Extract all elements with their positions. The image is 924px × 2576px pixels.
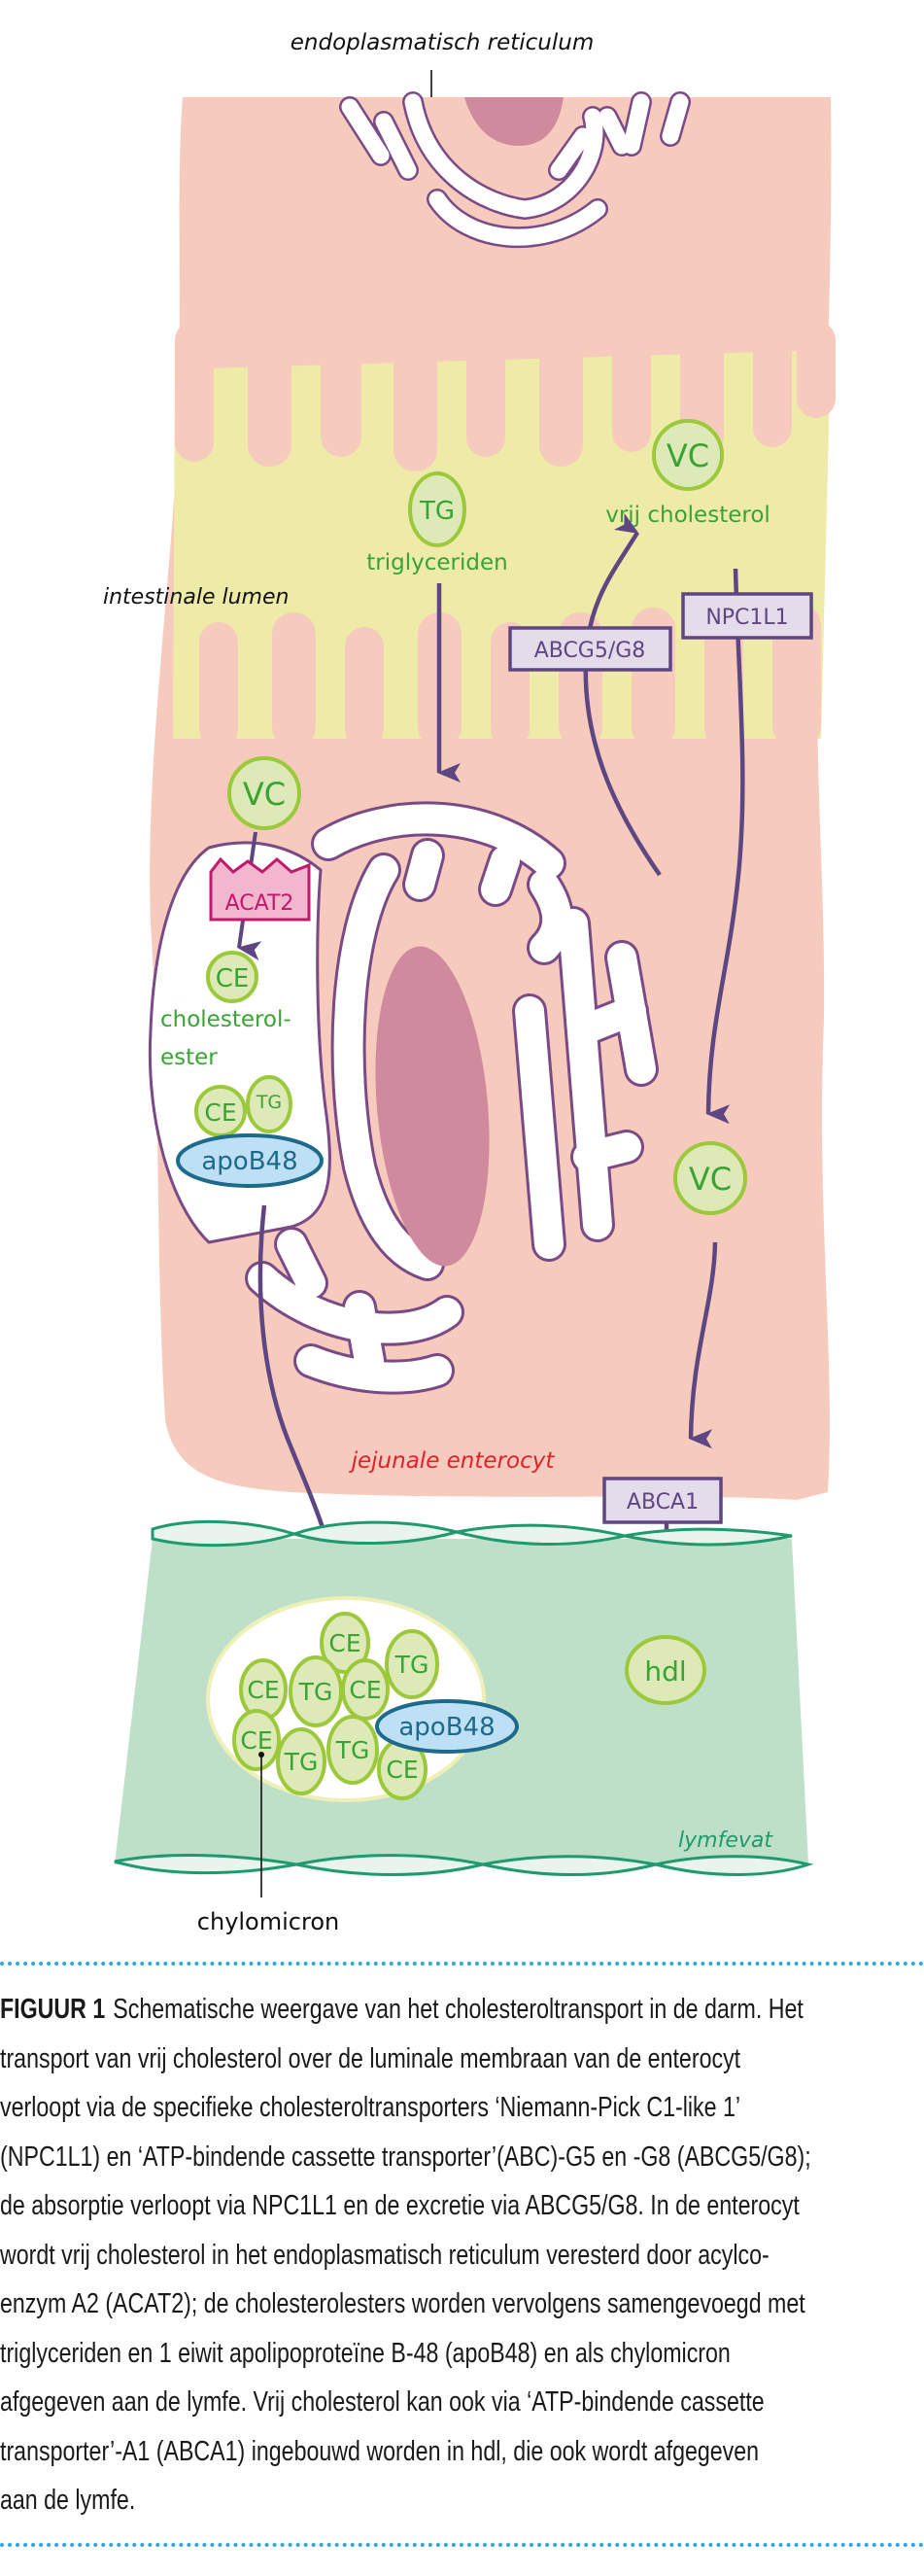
cholesterol-transport-diagram: endoplasmatisch reticulum: [103, 30, 836, 1935]
chylomicron-ce-molecule: [320, 1612, 370, 1674]
chylomicron-tg-text: TG: [394, 1651, 429, 1679]
cell-vc-molecule: VC: [227, 756, 301, 830]
cell-vc-text: VC: [243, 776, 286, 813]
abcg5-g8-transporter: ABCG5/G8: [508, 626, 672, 672]
cholesterol-ester-label-1: cholesterol-: [160, 1007, 291, 1032]
chylomicron-tg-text: TG: [284, 1748, 319, 1776]
top-er-structure: [339, 91, 691, 249]
caption-top-rule: [0, 1962, 924, 1966]
chylomicron-pointer: [258, 1752, 264, 1897]
abca1-label: ABCA1: [627, 1490, 699, 1514]
hdl-particle: hdl: [625, 1635, 706, 1705]
chylomicron-ce-text: CE: [386, 1756, 418, 1784]
lumen-vc-molecule: VC: [652, 419, 724, 491]
chylomicron-tg-molecule: [326, 1715, 379, 1785]
abcg-label: ABCG5/G8: [534, 639, 646, 663]
caption-line: transport van vrij cholesterol over de l…: [0, 2042, 741, 2074]
figure-label: FIGUUR 1: [0, 1994, 106, 2025]
lumen-tg-molecule: TG: [408, 471, 466, 547]
chylomicron-tg-molecule: [385, 1629, 439, 1699]
caption-line: (NPC1L1) en ‘ATP-bindende cassette trans…: [0, 2141, 811, 2173]
chylomicron-ce-molecule: [341, 1658, 390, 1721]
lumen-tg-text: TG: [419, 497, 455, 526]
triglycerides-label: triglyceriden: [366, 550, 507, 575]
chylomicron-tg-molecule: [276, 1727, 326, 1795]
cell-apob48-text: apoB48: [201, 1147, 297, 1176]
chylomicron-particle: CE TG CE TG CE CE TG TG CE apoB48: [206, 1596, 519, 1802]
chylomicron-ce-text: CE: [349, 1676, 381, 1704]
cell-vc2-text: VC: [689, 1161, 732, 1198]
caption-line: de absorptie verloopt via NPC1L1 en de e…: [0, 2190, 800, 2221]
lumen-vc-text: VC: [667, 437, 709, 474]
chylomicron-apob48-text: apoB48: [398, 1713, 495, 1742]
chylomicron-label: chylomicron: [197, 1908, 339, 1935]
cell-ce-tg-pair: CE TG: [194, 1075, 292, 1137]
lumen-label: intestinale lumen: [103, 585, 289, 609]
lymph-label: lymfevat: [678, 1828, 773, 1853]
abca1-transporter: ABCA1: [602, 1477, 723, 1524]
pair-tg-text: TG: [256, 1092, 282, 1113]
caption-line: transporter’-A1 (ABCA1) ingebouwd worden…: [0, 2435, 760, 2467]
cell-apob48: apoB48: [176, 1133, 324, 1188]
npc-label: NPC1L1: [705, 606, 788, 630]
free-cholesterol-label: vrij cholesterol: [605, 503, 770, 528]
cell-vc-molecule-2: VC: [673, 1141, 747, 1215]
caption-line: triglyceriden en 1 eiwit apolipoproteïne…: [0, 2337, 731, 2369]
chylomicron-tg-text: TG: [335, 1736, 370, 1764]
caption-line: afgegeven aan de lymfe. Vrij cholesterol…: [0, 2386, 765, 2418]
npc1l1-transporter: NPC1L1: [681, 592, 813, 640]
caption-line: aan de lymfe.: [0, 2485, 136, 2516]
nucleus: [375, 946, 490, 1267]
caption-line: verloopt via de specifieke cholesteroltr…: [0, 2092, 741, 2123]
chylomicron-ce-text: CE: [247, 1676, 279, 1704]
intestinal-lumen: [173, 321, 836, 748]
chylomicron-ce-text: CE: [328, 1629, 360, 1657]
cell-ce-molecule: CE: [206, 951, 258, 1003]
caption-line: enzym A2 (ACAT2); de cholesterolesters w…: [0, 2288, 805, 2319]
chylomicron-tg-text: TG: [298, 1678, 333, 1706]
acat2-enzyme: ACAT2: [209, 856, 311, 922]
er-label: endoplasmatisch reticulum: [291, 30, 595, 55]
cell-ce-text: CE: [216, 964, 250, 993]
chylomicron-tg-molecule: [289, 1655, 343, 1727]
acat2-label: ACAT2: [225, 891, 294, 916]
pair-ce-text: CE: [204, 1098, 236, 1127]
cholesterol-ester-label-2: ester: [160, 1045, 218, 1070]
vc-to-abca1-arrow: [688, 1241, 718, 1449]
caption-bottom-rule: [0, 2542, 924, 2547]
caption-line: wordt vrij cholesterol in het endoplasma…: [0, 2239, 770, 2271]
chylomicron-apob48: [375, 1699, 519, 1754]
chylomicron-ce-text: CE: [240, 1726, 272, 1755]
npc-absorption-arrow: [705, 568, 745, 1125]
chylomicron-ce-molecule: [232, 1709, 281, 1771]
enterocyte-label: jejunale enterocyt: [349, 1448, 556, 1474]
hdl-text: hdl: [644, 1655, 686, 1688]
